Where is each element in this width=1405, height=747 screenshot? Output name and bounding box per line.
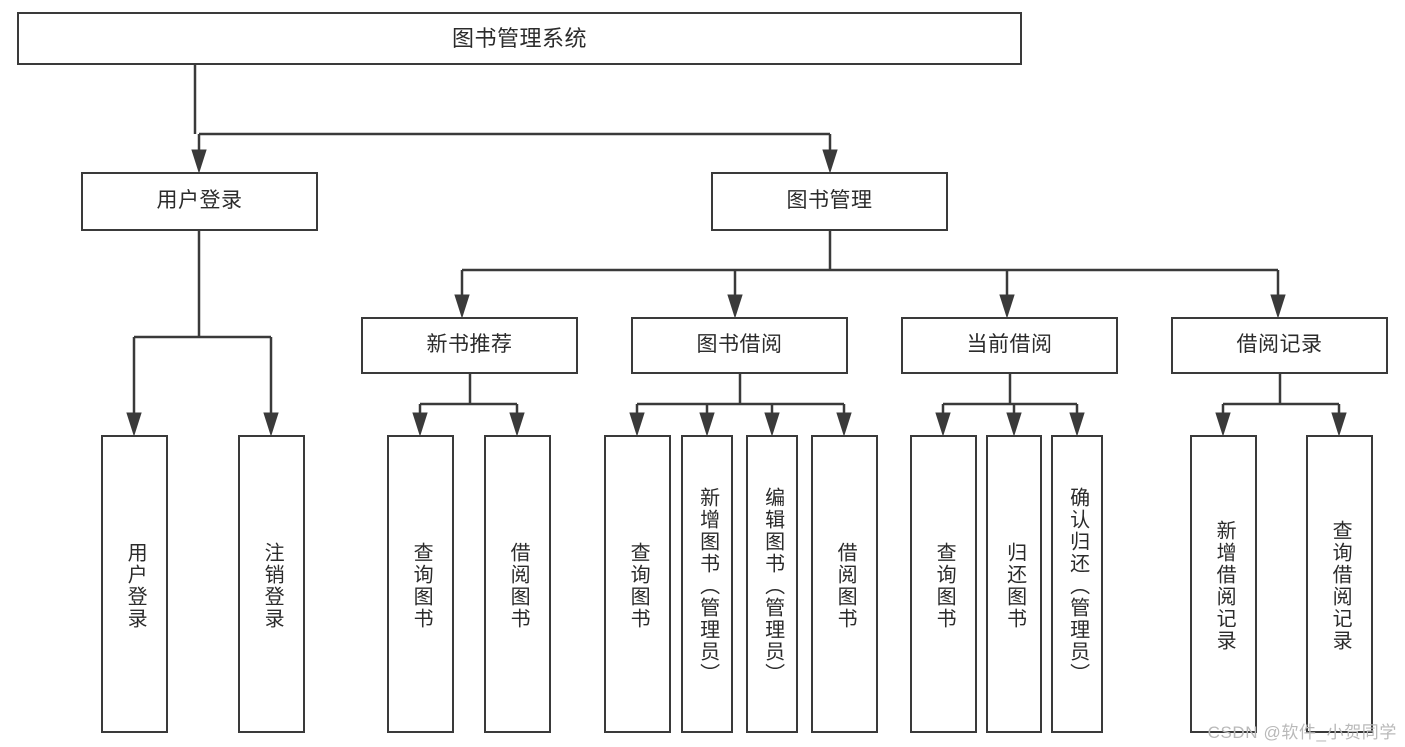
node-leaf-query-book-2[interactable]: 查询图书	[604, 435, 671, 733]
node-label: 归还图书	[1003, 542, 1026, 630]
node-leaf-add-book[interactable]: 新增图书（管理员）	[681, 435, 733, 733]
node-leaf-query-book-3[interactable]: 查询图书	[910, 435, 977, 733]
arrowhead-icon	[1331, 412, 1347, 437]
arrowhead-icon	[727, 294, 743, 319]
arrowhead-icon	[999, 294, 1015, 319]
node-label: 新增借阅记录	[1213, 520, 1236, 652]
node-label: 注销登录	[261, 542, 284, 630]
node-label: 查询图书	[410, 542, 433, 630]
node-root[interactable]: 图书管理系统	[17, 12, 1022, 65]
node-leaf-return-book[interactable]: 归还图书	[986, 435, 1042, 733]
arrowhead-icon	[509, 412, 525, 437]
node-label: 图书借阅	[696, 333, 783, 357]
node-book-borrow[interactable]: 图书借阅	[631, 317, 848, 374]
node-label: 当前借阅	[966, 333, 1053, 357]
node-label: 查询图书	[933, 542, 956, 630]
arrowhead-icon	[126, 412, 142, 437]
node-label: 图书管理	[786, 189, 873, 213]
arrowhead-icon	[454, 294, 470, 319]
node-leaf-borrow-book-2[interactable]: 借阅图书	[811, 435, 878, 733]
node-leaf-logout[interactable]: 注销登录	[238, 435, 305, 733]
arrowhead-icon	[836, 412, 852, 437]
node-book-manage[interactable]: 图书管理	[711, 172, 948, 231]
node-label: 图书管理系统	[451, 25, 587, 51]
node-label: 查询图书	[627, 542, 650, 630]
arrowhead-icon	[191, 149, 207, 174]
node-new-book-rec[interactable]: 新书推荐	[361, 317, 578, 374]
arrowhead-icon	[1069, 412, 1085, 437]
node-label: 借阅图书	[834, 542, 857, 630]
node-leaf-query-book-1[interactable]: 查询图书	[387, 435, 454, 733]
node-leaf-query-record[interactable]: 查询借阅记录	[1306, 435, 1373, 733]
node-leaf-confirm-return[interactable]: 确认归还（管理员）	[1051, 435, 1103, 733]
arrowhead-icon	[935, 412, 951, 437]
node-label: 借阅记录	[1236, 333, 1323, 357]
arrowhead-icon	[1006, 412, 1022, 437]
node-label: 新增图书（管理员）	[696, 487, 719, 685]
node-label: 用户登录	[156, 189, 243, 213]
arrowhead-icon	[699, 412, 715, 437]
node-label: 用户登录	[124, 542, 147, 630]
arrowhead-icon	[1215, 412, 1231, 437]
node-user-login[interactable]: 用户登录	[81, 172, 318, 231]
arrowhead-icon	[412, 412, 428, 437]
arrowhead-icon	[822, 149, 838, 174]
node-current-borrow[interactable]: 当前借阅	[901, 317, 1118, 374]
node-leaf-add-record[interactable]: 新增借阅记录	[1190, 435, 1257, 733]
node-label: 查询借阅记录	[1329, 520, 1352, 652]
node-leaf-user-login[interactable]: 用户登录	[101, 435, 168, 733]
node-borrow-record[interactable]: 借阅记录	[1171, 317, 1388, 374]
node-leaf-edit-book[interactable]: 编辑图书（管理员）	[746, 435, 798, 733]
arrowhead-icon	[263, 412, 279, 437]
node-label: 编辑图书（管理员）	[761, 487, 784, 685]
node-label: 借阅图书	[507, 542, 530, 630]
node-leaf-borrow-book-1[interactable]: 借阅图书	[484, 435, 551, 733]
node-label: 新书推荐	[426, 333, 513, 357]
arrowhead-icon	[1270, 294, 1286, 319]
arrowhead-icon	[764, 412, 780, 437]
node-label: 确认归还（管理员）	[1066, 487, 1089, 685]
arrowhead-icon	[629, 412, 645, 437]
